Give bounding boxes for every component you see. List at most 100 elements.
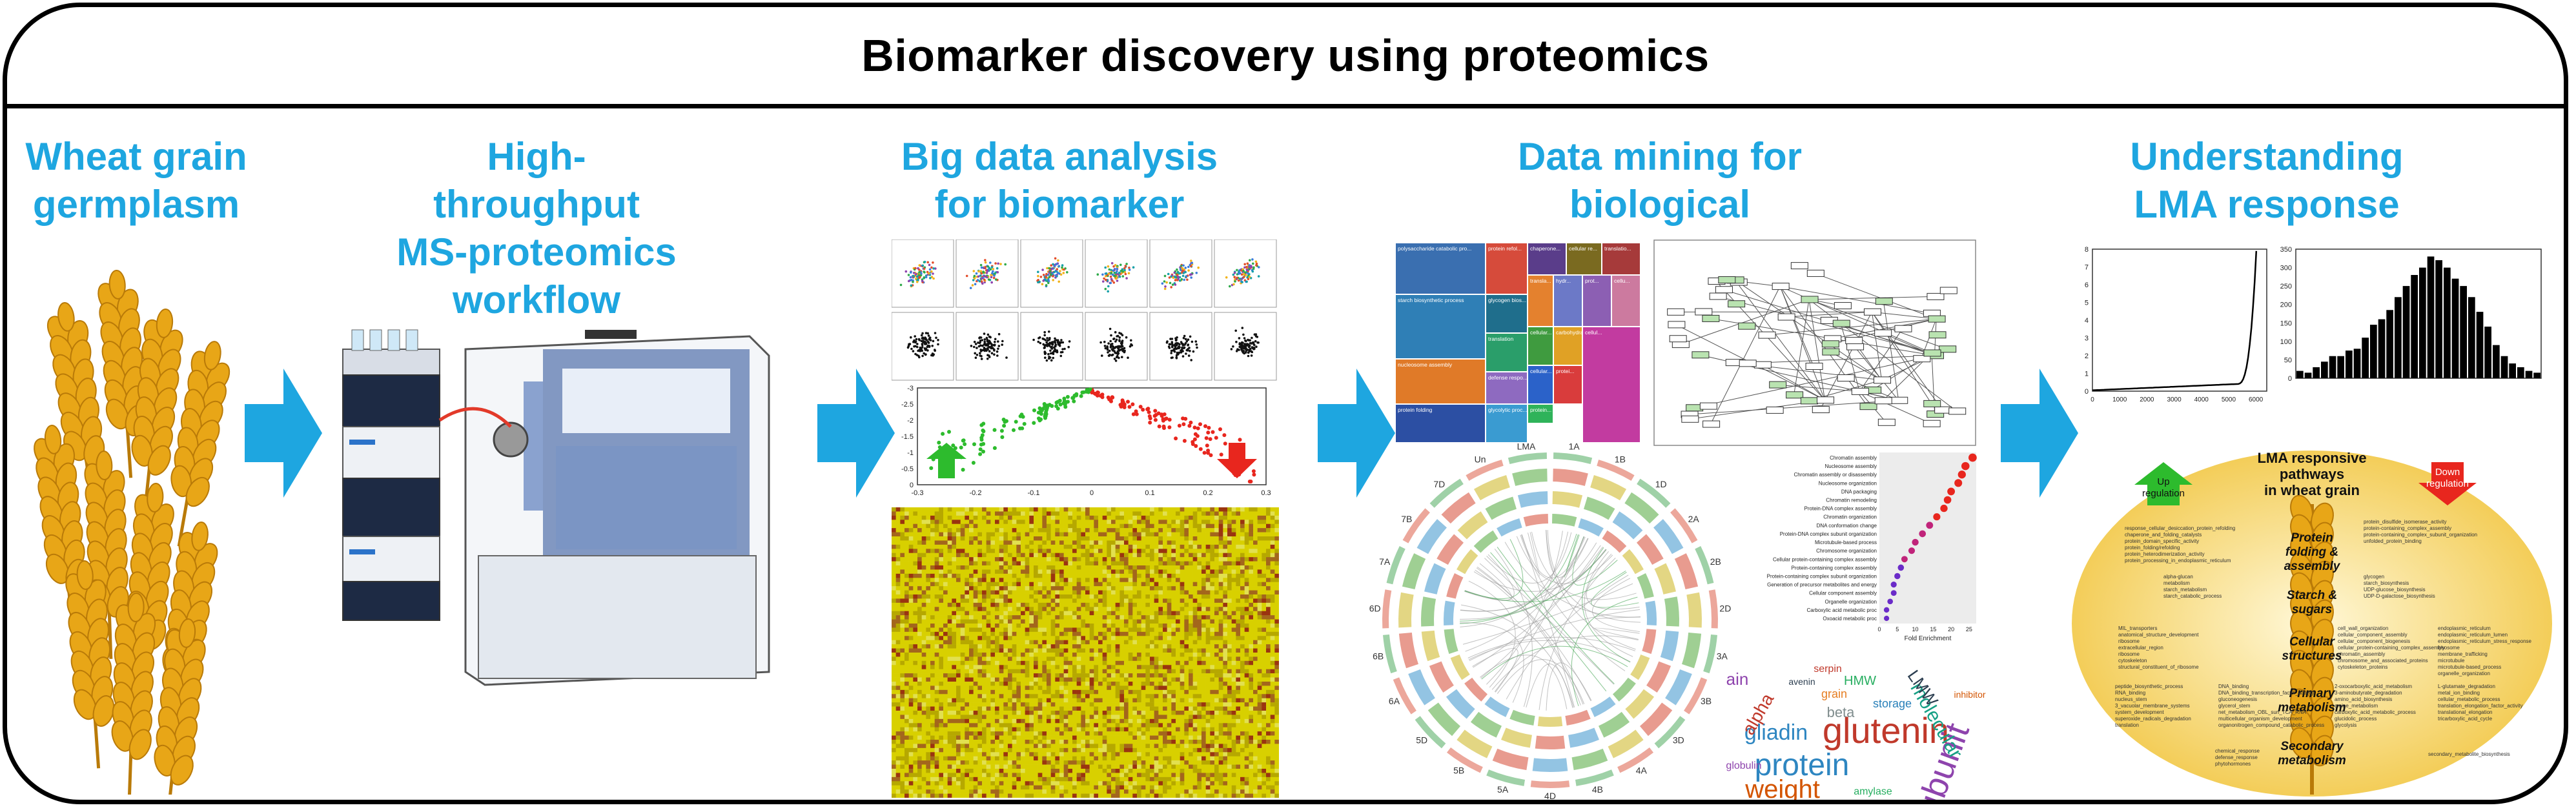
heatmap-cell xyxy=(969,665,974,670)
heatmap-cell xyxy=(1025,619,1030,624)
scatter-point xyxy=(1055,263,1058,265)
volcano-point xyxy=(1047,403,1052,407)
heatmap-cell xyxy=(1059,607,1064,612)
heatmap-cell xyxy=(1137,532,1141,537)
heatmap-cell xyxy=(1137,611,1141,616)
heatmap-cell xyxy=(1050,624,1056,628)
scatter-point xyxy=(993,274,996,277)
heatmap-cell xyxy=(1055,624,1060,628)
heatmap-cell xyxy=(956,582,961,587)
heatmap-cell xyxy=(947,586,952,591)
heatmap-cell xyxy=(905,660,909,665)
heatmap-cell xyxy=(1081,640,1086,645)
heatmap-cell xyxy=(892,507,896,512)
heatmap-cell xyxy=(1119,569,1125,574)
heatmap-cell xyxy=(999,528,1004,533)
heatmap-cell xyxy=(1047,627,1051,633)
heatmap-cell xyxy=(1016,553,1021,558)
heatmap-cell xyxy=(1107,602,1112,607)
heatmap-cell xyxy=(1021,569,1025,574)
heatmap-cell xyxy=(1253,565,1258,570)
scatter-point xyxy=(1243,337,1246,340)
scatter-point xyxy=(999,263,1002,265)
heatmap-cell xyxy=(1262,557,1267,562)
volcano-point xyxy=(963,442,967,447)
heatmap-cell xyxy=(1055,523,1060,529)
scatter-point xyxy=(996,271,999,274)
heatmap-cell xyxy=(1089,636,1094,641)
heatmap-cell xyxy=(1055,648,1060,653)
heatmap-cell xyxy=(1145,615,1150,620)
scatter-point xyxy=(992,343,996,347)
heatmap-cell xyxy=(1038,515,1043,520)
heatmap-cell xyxy=(1098,515,1103,520)
heatmap-cell xyxy=(1231,627,1236,633)
heatmap-cell xyxy=(1266,528,1271,533)
scatter-point xyxy=(925,353,927,356)
heatmap-cell xyxy=(1021,520,1025,525)
heatmap-cell xyxy=(1141,569,1146,574)
heatmap-cell xyxy=(995,624,999,628)
scatter-point xyxy=(1170,286,1172,289)
volcano-point xyxy=(1252,472,1256,477)
heatmap-cell xyxy=(921,607,926,612)
heatmap-cell xyxy=(1124,653,1129,657)
heatmap-cell xyxy=(969,540,974,545)
heatmap-cell xyxy=(1214,511,1219,516)
heatmap-cell xyxy=(1068,528,1073,533)
heatmap-cell xyxy=(1163,653,1167,657)
scatter-point xyxy=(1103,277,1105,280)
heatmap-cell xyxy=(1089,532,1094,537)
heatmap-cell xyxy=(1055,619,1060,624)
heatmap-cell xyxy=(969,565,974,570)
heatmap-cell xyxy=(947,665,952,670)
heatmap-cell xyxy=(1089,507,1094,512)
heatmap-cell xyxy=(1176,648,1180,653)
heatmap-cell xyxy=(1081,660,1086,665)
heatmap-cell xyxy=(1076,627,1081,633)
heatmap-cell xyxy=(1154,569,1159,574)
heatmap-cell xyxy=(947,644,952,649)
heatmap-cell xyxy=(1189,544,1193,549)
heatmap-cell xyxy=(1098,644,1103,649)
heatmap-cell xyxy=(1141,578,1146,583)
volcano-point xyxy=(1107,397,1112,401)
heatmap-cell xyxy=(990,656,996,662)
heatmap-cell xyxy=(952,590,957,595)
heatmap-cell xyxy=(1150,594,1154,599)
heatmap-cell xyxy=(1042,561,1047,566)
heatmap-cell xyxy=(973,520,978,525)
heatmap-cell xyxy=(1132,536,1138,541)
heatmap-cell xyxy=(1218,660,1223,665)
heatmap-cell xyxy=(1094,565,1099,570)
heatmap-cell xyxy=(1274,586,1279,591)
volcano-point xyxy=(978,447,983,452)
heatmap-cell xyxy=(1068,573,1073,578)
heatmap-cell xyxy=(1076,586,1081,591)
heatmap-cell xyxy=(1098,544,1103,549)
heatmap-cell xyxy=(1154,523,1159,529)
heatmap-cell xyxy=(1158,640,1163,645)
heatmap-cell xyxy=(1214,549,1219,554)
heatmap-cell xyxy=(1089,644,1094,649)
heatmap-cell xyxy=(947,578,952,583)
heatmap-cell xyxy=(1189,523,1193,529)
heatmap-cell xyxy=(1042,627,1047,633)
heatmap-cell xyxy=(1167,565,1172,570)
wheat-spike-icon xyxy=(131,309,183,516)
heatmap-cell xyxy=(965,578,970,583)
heatmap-cell xyxy=(1076,624,1081,628)
heatmap-cell xyxy=(969,507,974,512)
heatmap-cell xyxy=(1063,636,1068,641)
heatmap-cell xyxy=(1029,553,1034,558)
heatmap-cell xyxy=(1029,536,1034,541)
heatmap-cell xyxy=(1050,660,1056,665)
heatmap-cell xyxy=(895,511,901,516)
heatmap-cell xyxy=(908,607,914,612)
heatmap-cell xyxy=(1141,582,1146,587)
heatmap-cell xyxy=(939,602,944,607)
scatter-point xyxy=(1054,274,1058,277)
heatmap-cell xyxy=(1201,515,1206,520)
heatmap-cell xyxy=(1085,520,1090,525)
heatmap-cell xyxy=(990,586,996,591)
